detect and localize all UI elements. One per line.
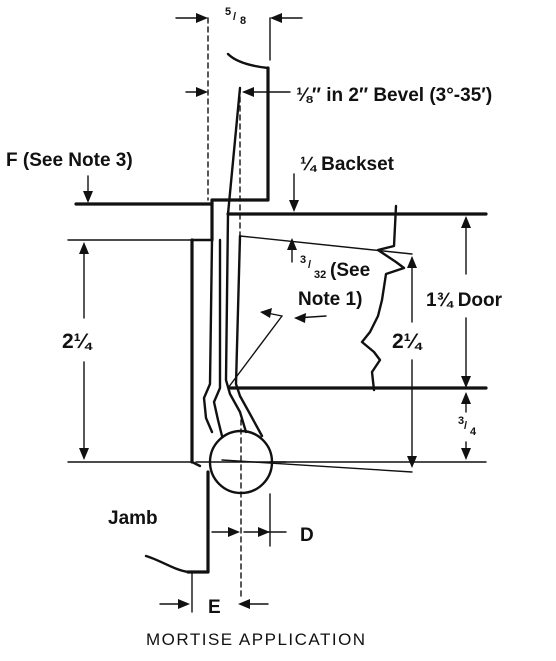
dim-left-height (67, 239, 193, 463)
backset-label: ¼ Backset (300, 154, 395, 175)
door-body (226, 204, 488, 392)
bevel-lines (221, 86, 413, 473)
dim-backset (289, 173, 299, 212)
e-label: E (208, 597, 221, 618)
f-note-label: F (See Note 3) (6, 150, 133, 171)
jamb-label: Jamb (108, 508, 158, 529)
three-32-num: 3 (300, 254, 306, 266)
dim-right-height (407, 256, 417, 468)
dim-d (211, 493, 287, 547)
jamb (144, 238, 214, 574)
top-dim-num: 5 (225, 6, 231, 18)
right-height-label: 2¼ (392, 330, 423, 353)
dim-note1 (227, 308, 327, 389)
three-quarter-slash: / (464, 420, 467, 432)
dim-3-4 (269, 392, 487, 463)
door-label: 1¾ Door (426, 290, 503, 311)
three-32-den: 32 (314, 269, 326, 281)
three-32-slash: / (308, 259, 311, 271)
top-dim-den: 8 (240, 15, 246, 27)
note1-label: Note 1) (298, 289, 362, 310)
d-label: D (300, 525, 314, 546)
left-height-label: 2¼ (62, 330, 93, 353)
dim-bevel (185, 87, 291, 237)
labels: 5 / 8 ⅛″ in 2″ Bevel (3°-35′) F (See Not… (6, 6, 503, 649)
dim-f (74, 175, 214, 206)
top-dim-slash: / (233, 11, 236, 23)
dim-3-32 (287, 238, 297, 263)
dim-top (175, 13, 303, 201)
see-label: (See (330, 260, 370, 281)
dim-e (159, 571, 269, 613)
three-quarter-den: 4 (470, 426, 477, 438)
dim-door (461, 216, 471, 388)
three-quarter-num: 3 (458, 415, 464, 427)
bevel-label: ⅛″ in 2″ Bevel (3°-35′) (296, 85, 492, 106)
caption: MORTISE APPLICATION (146, 630, 367, 649)
